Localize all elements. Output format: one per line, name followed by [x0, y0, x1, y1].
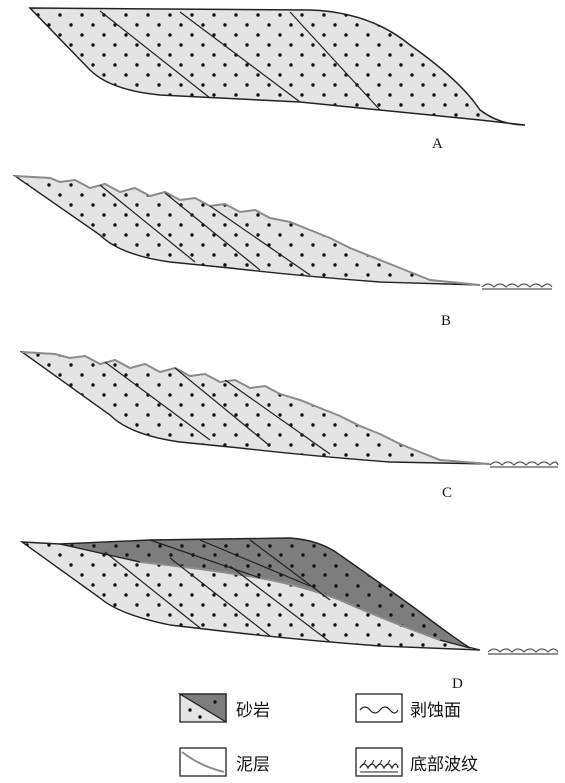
panel-b-sand-body: [15, 176, 480, 285]
panel-c: C: [22, 352, 558, 501]
legend-mud-layer-label: 泥层: [236, 755, 270, 775]
panel-b-basal-ripples: [482, 284, 552, 289]
panel-a-sand-body: [30, 8, 525, 125]
panel-c-label: C: [442, 485, 452, 501]
legend-basal-ripples-label: 底部波纹: [410, 755, 478, 775]
legend: 砂岩 剥蚀面 泥层 底部波纹: [180, 694, 478, 776]
panel-d: D: [22, 538, 558, 692]
legend-sandstone: 砂岩: [180, 694, 270, 722]
panel-d-label: D: [452, 676, 463, 692]
legend-basal-ripples: 底部波纹: [356, 748, 478, 776]
panel-a: A: [30, 8, 525, 152]
legend-erosion-surface: 剥蚀面: [356, 694, 461, 722]
legend-sandstone-label: 砂岩: [236, 701, 270, 721]
panel-a-label: A: [432, 136, 443, 152]
panel-d-basal-ripples: [488, 649, 558, 654]
panel-b: B: [15, 176, 552, 329]
panel-c-sand-body: [22, 352, 490, 464]
legend-erosion-surface-label: 剥蚀面: [410, 701, 461, 721]
panel-b-label: B: [441, 313, 451, 329]
legend-mud-layer: 泥层: [180, 748, 270, 776]
panel-c-basal-ripples: [490, 462, 558, 467]
